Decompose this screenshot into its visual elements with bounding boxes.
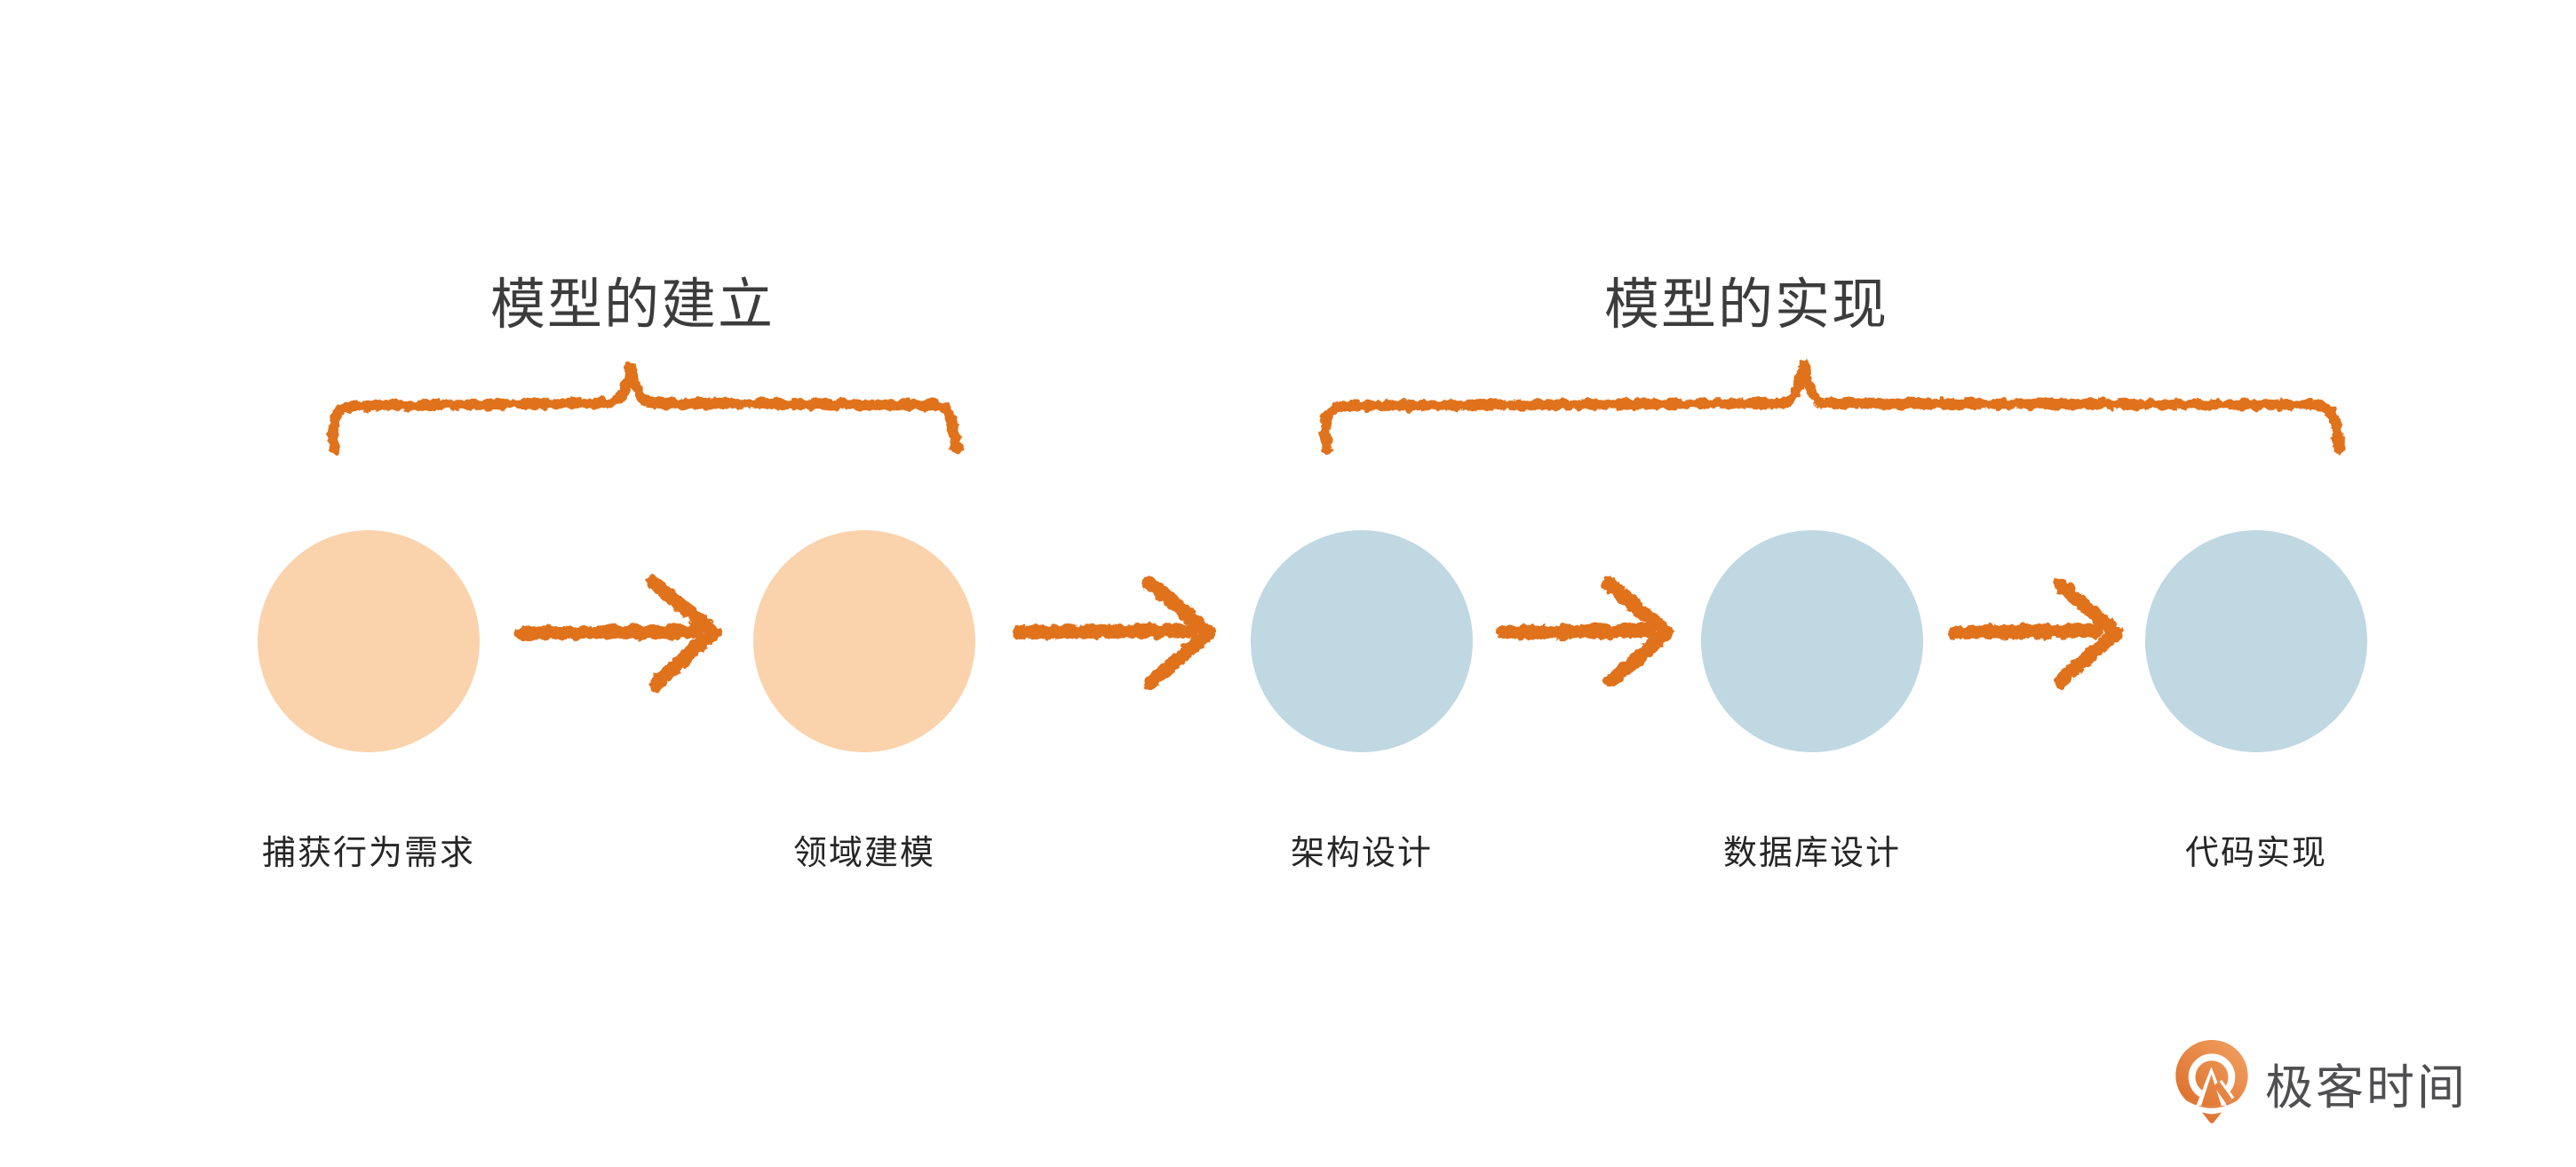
logo-arrow [2201, 1074, 2222, 1107]
flow-arrow-1-icon [515, 575, 720, 691]
flow-arrow-4-icon [1949, 577, 2124, 687]
stage-code-implementation: 代码实现 [2105, 530, 2407, 874]
flow-arrow-2-icon [1013, 576, 1216, 689]
brace-model-building [328, 361, 962, 455]
geektime-logo-text: 极客时间 [2265, 1060, 2468, 1115]
flow-arrow-3-icon [1498, 577, 1674, 687]
stage-label: 代码实现 [2184, 835, 2327, 872]
group-title-model-implementation: 模型的实现 [1603, 274, 1889, 336]
stage-domain-modeling: 领域建模 [713, 530, 1015, 874]
logo-q-tail [2213, 1081, 2232, 1104]
stage-label: 捕获行为需求 [261, 835, 475, 872]
geektime-logo: 极客时间 [2174, 1039, 2468, 1126]
geektime-logo-icon [2175, 1040, 2248, 1123]
stage-architecture-design: 架构设计 [1211, 530, 1513, 874]
stage-label: 领域建模 [792, 835, 935, 872]
stage-capture-requirements: 捕获行为需求 [218, 530, 520, 874]
group-title-model-building: 模型的建立 [489, 274, 775, 336]
logo-ring [2188, 1053, 2236, 1101]
stage-circle [258, 530, 480, 752]
stage-label: 数据库设计 [1722, 835, 1901, 872]
stage-database-design: 数据库设计 [1661, 530, 1963, 874]
brace-model-implementation [1320, 360, 2344, 455]
stage-label: 架构设计 [1290, 835, 1433, 872]
crayon-strokes [328, 360, 2344, 691]
stage-circle [753, 530, 975, 752]
logo-crescent-cut [2182, 1098, 2241, 1115]
stage-circle [1701, 530, 1923, 752]
stage-circle [1251, 530, 1473, 752]
stage-circle [2145, 530, 2367, 752]
